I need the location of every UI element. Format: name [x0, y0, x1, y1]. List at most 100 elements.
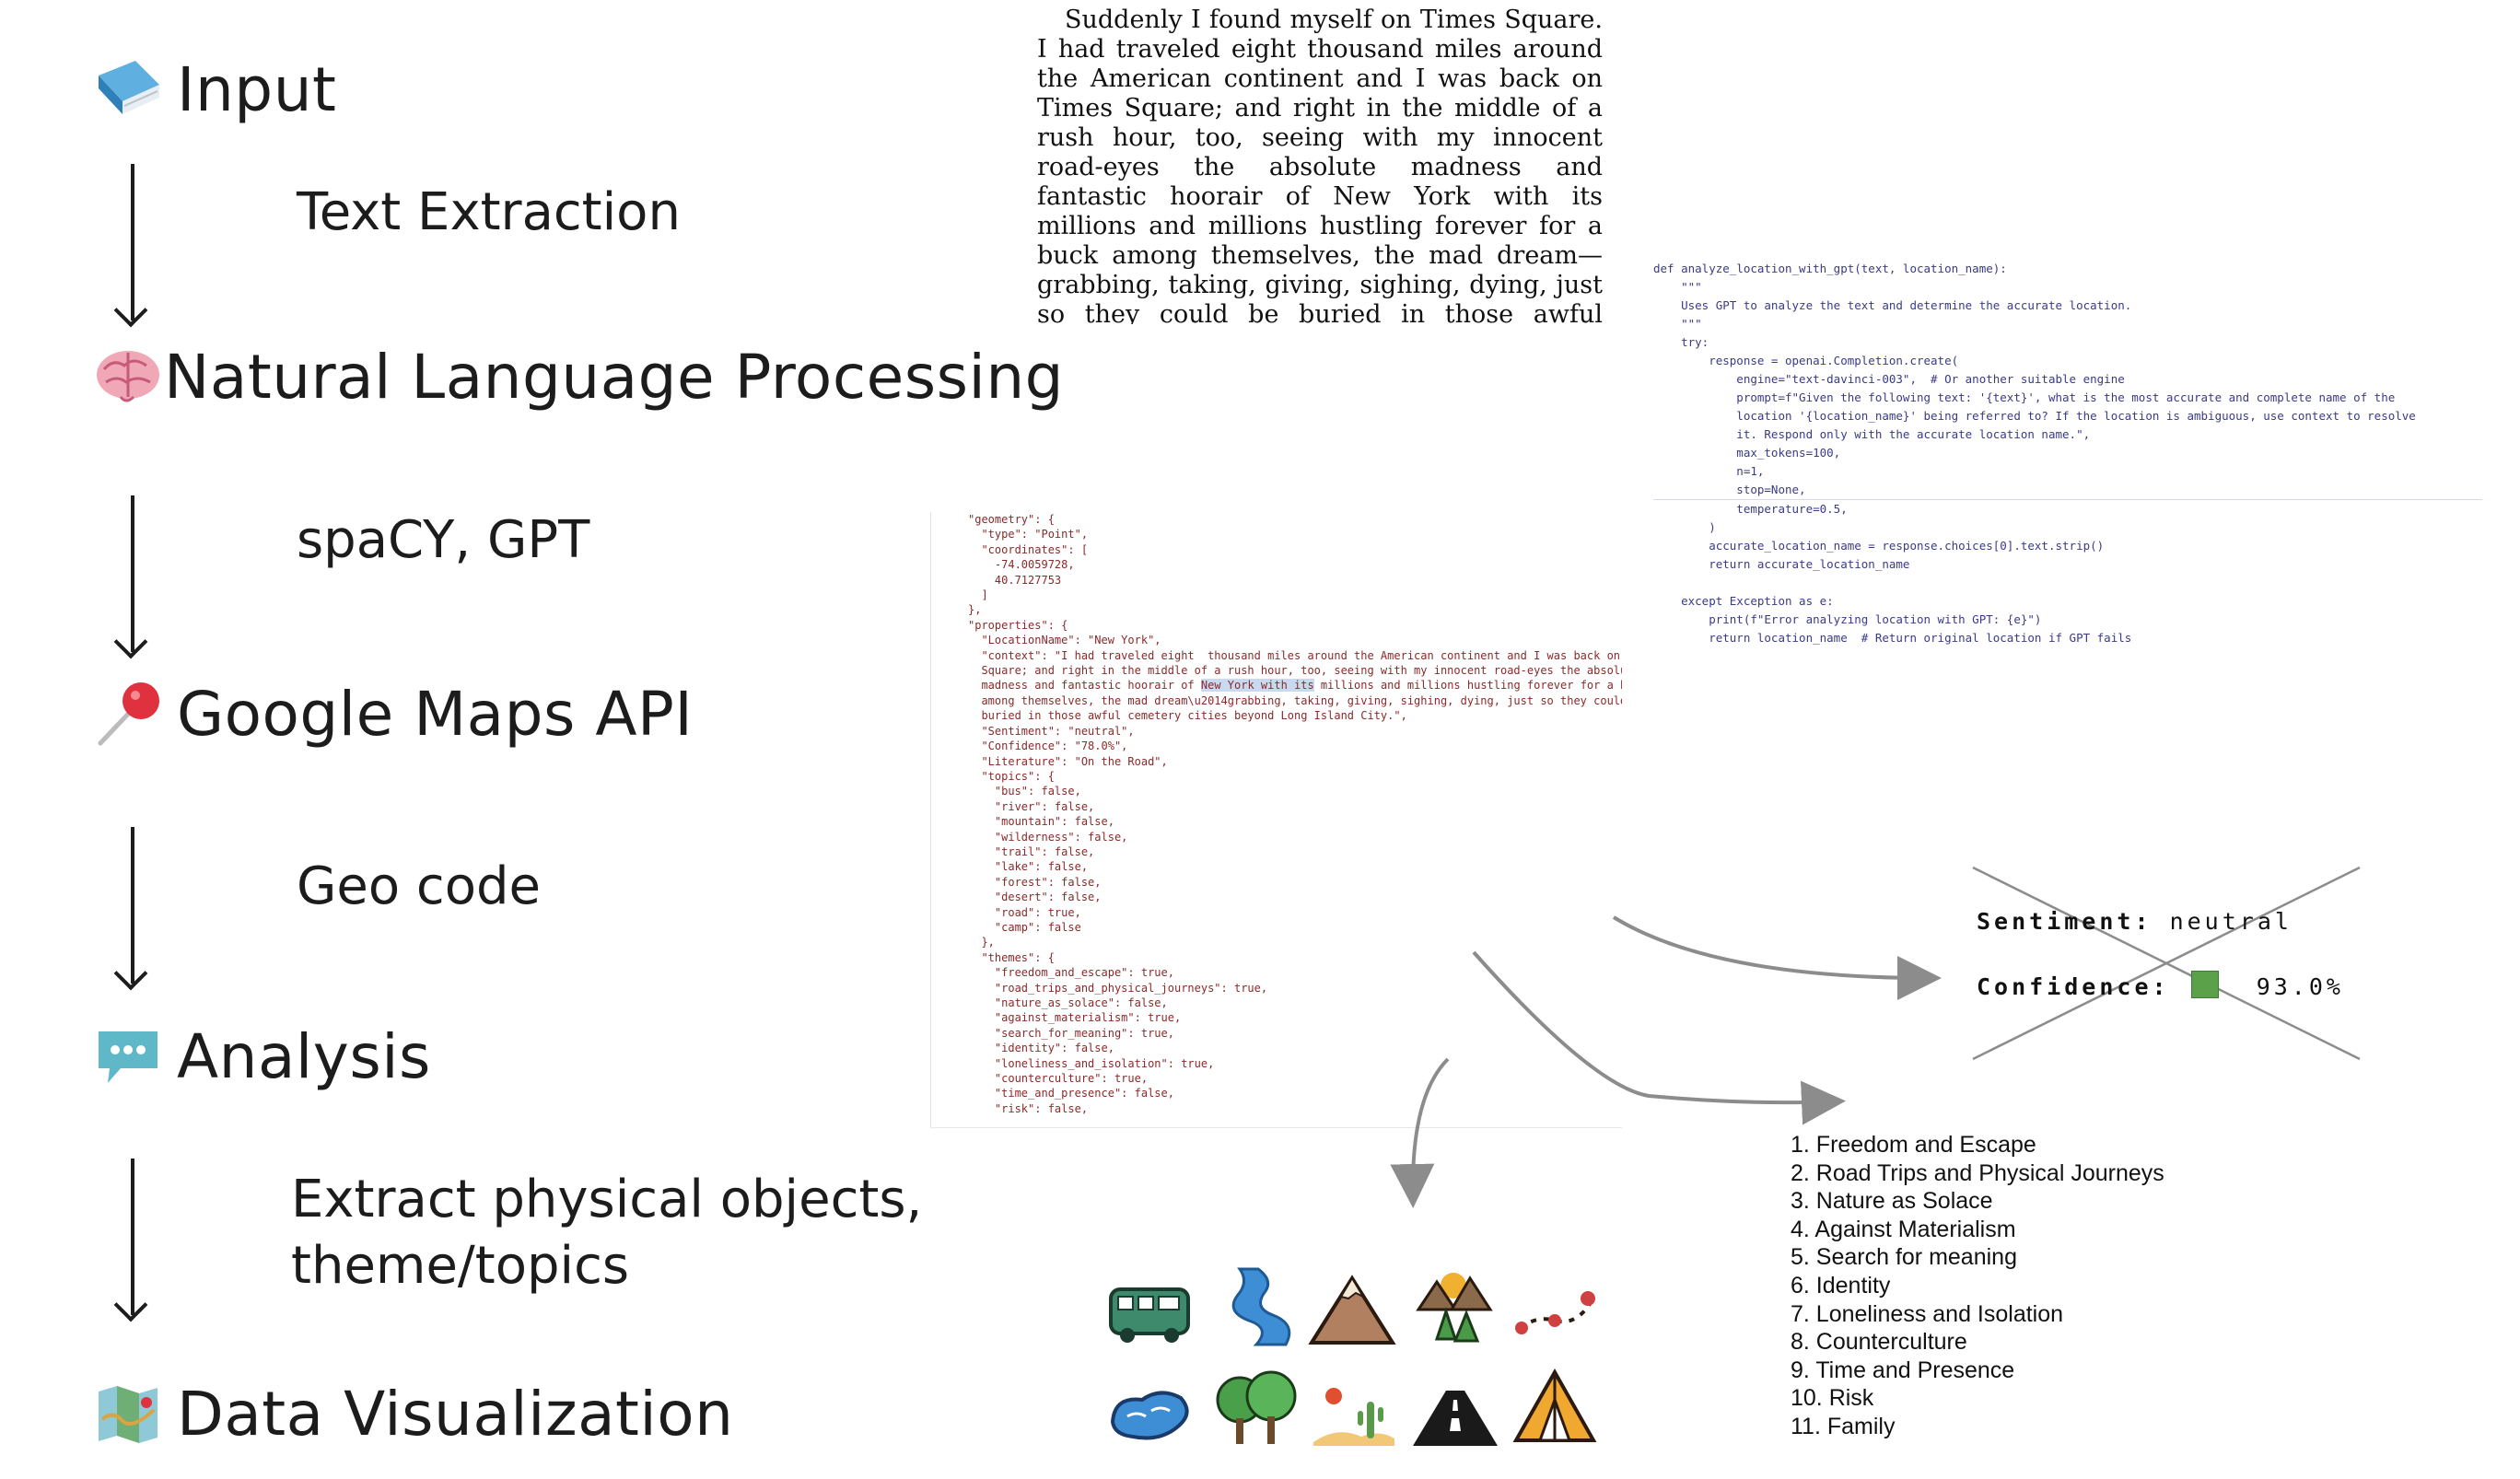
theme-item: 10. Risk — [1791, 1385, 1874, 1412]
code-line: return accurate_location_name — [1653, 557, 1910, 571]
json-line: "mountain": false, — [968, 815, 1114, 829]
json-line: "context": "I had traveled eight thousan… — [968, 648, 1622, 662]
json-line: "properties": { — [968, 618, 1068, 632]
json-line: }, — [968, 603, 982, 617]
cross-out — [1972, 866, 2361, 1061]
python-code-snippet: def analyze_location_with_gpt(text, loca… — [1653, 260, 2482, 665]
flow-arrow — [131, 827, 134, 984]
camp-icon — [1511, 1363, 1599, 1451]
json-line: "bus": false, — [968, 785, 1081, 798]
code-line: def analyze_location_with_gpt(text, loca… — [1653, 262, 2007, 275]
code-line: location '{location_name}' being referre… — [1653, 409, 2416, 423]
flow-arrow — [131, 495, 134, 652]
code-line: max_tokens=100, — [1653, 446, 1841, 460]
map-icon — [92, 1378, 164, 1450]
code-line: except Exception as e: — [1653, 594, 1834, 608]
theme-item: 7. Loneliness and Isolation — [1791, 1300, 2064, 1327]
code-line: """ — [1653, 317, 1702, 331]
theme-item: 9. Time and Presence — [1791, 1357, 2015, 1383]
code-line: stop=None, — [1653, 481, 2482, 500]
json-line: "identity": false, — [968, 1042, 1114, 1055]
desert-icon — [1310, 1368, 1398, 1457]
transition-label: Geo code — [297, 856, 541, 916]
json-line: "type": "Point", — [968, 528, 1089, 542]
arrow-to-themes — [1472, 950, 1846, 1125]
json-line: "risk": false, — [968, 1101, 1089, 1115]
step-data-visualization: Data Visualization — [92, 1378, 733, 1450]
theme-item: 4. Against Materialism — [1791, 1216, 2016, 1242]
mountain-icon — [1308, 1267, 1396, 1356]
code-line: response = openai.Completion.create( — [1653, 354, 1959, 367]
json-line: "forest": false, — [968, 875, 1102, 889]
json-line: "time_and_presence": false, — [968, 1087, 1174, 1101]
code-lines: def analyze_location_with_gpt(text, loca… — [1653, 260, 2482, 647]
transition-label: Text Extraction — [297, 182, 681, 242]
json-line: "Confidence": "78.0%", — [968, 740, 1128, 753]
json-line: "nature_as_solace": false, — [968, 996, 1168, 1009]
json-line: "Literature": "On the Road", — [968, 754, 1168, 768]
flow-arrow — [131, 164, 134, 320]
step-label: Google Maps API — [177, 678, 694, 750]
code-line: engine="text-davinci-003", # Or another … — [1653, 372, 2125, 386]
geojson-output: "geometry": { "type": "Point", "coordina… — [930, 512, 1622, 1128]
flow-arrow — [131, 1159, 134, 1315]
json-line: "counterculture": true, — [968, 1072, 1149, 1086]
lake-icon — [1105, 1368, 1194, 1457]
speech-bubble-icon — [92, 1020, 164, 1092]
json-line: buried in those awful cemetery cities be… — [968, 709, 1407, 723]
json-line: 40.7127753 — [968, 573, 1062, 587]
code-line: n=1, — [1653, 464, 1765, 478]
sentiment-result: Sentiment: neutral Confidence: 93.0% — [1964, 862, 2369, 1065]
confidence-label: Confidence: — [1977, 973, 2170, 1000]
confidence-swatch — [2190, 971, 2219, 998]
step-maps: Google Maps API — [92, 678, 693, 750]
json-line: "loneliness_and_isolation": true, — [968, 1056, 1215, 1070]
json-line: madness and fantastic hoorair of New Yor… — [968, 679, 1622, 693]
book-excerpt: Suddenly I found myself on Times Square.… — [1037, 6, 1603, 324]
step-analysis: Analysis — [92, 1020, 431, 1092]
theme-item: 6. Identity — [1791, 1272, 1891, 1298]
code-line: accurate_location_name = response.choice… — [1653, 539, 2105, 553]
code-line: temperature=0.5, — [1653, 502, 1848, 516]
step-label: Input — [177, 53, 337, 125]
json-line: "camp": false — [968, 920, 1081, 934]
step-label: Data Visualization — [177, 1378, 734, 1450]
confidence-line: Confidence: 93.0% — [1977, 971, 2344, 1000]
json-line: "road": true, — [968, 905, 1081, 919]
code-line: Uses GPT to analyze the text and determi… — [1653, 298, 2132, 312]
theme-item: 1. Freedom and Escape — [1791, 1132, 2036, 1158]
step-label: Natural Language Processing — [164, 341, 1065, 413]
json-line: Square; and right in the middle of a rus… — [968, 664, 1622, 678]
river-icon — [1212, 1264, 1301, 1352]
trail-icon — [1511, 1267, 1599, 1356]
json-line: among themselves, the mad dream\u2014gra… — [968, 693, 1622, 707]
json-line: "coordinates": [ — [968, 542, 1089, 556]
code-line: it. Respond only with the accurate locat… — [1653, 427, 2091, 441]
step-input: Input — [92, 53, 336, 125]
json-line: "search_for_meaning": true, — [968, 1026, 1174, 1040]
json-line: "topics": { — [968, 769, 1055, 783]
code-line: try: — [1653, 335, 1709, 349]
json-line: "desert": false, — [968, 891, 1102, 904]
road-icon — [1411, 1368, 1499, 1457]
arrow-to-sentiment — [1612, 915, 1942, 1000]
transition-label: spaCY, GPT — [297, 510, 590, 570]
map-pin-icon — [92, 678, 164, 750]
book-icon — [92, 53, 164, 125]
theme-item: 3. Nature as Solace — [1791, 1188, 1993, 1215]
brain-icon — [92, 341, 164, 413]
code-line: ) — [1653, 520, 1716, 534]
json-line: "freedom_and_escape": true, — [968, 966, 1174, 980]
code-line: """ — [1653, 280, 1702, 294]
json-line: }, — [968, 936, 995, 949]
transition-label: Extract physical objects, — [291, 1170, 923, 1229]
theme-item: 5. Search for meaning — [1791, 1244, 2017, 1271]
json-lines: "geometry": { "type": "Point", "coordina… — [968, 512, 1622, 1116]
sentiment-line: Sentiment: neutral — [1977, 908, 2292, 935]
selected-text-highlight: New York with its — [1200, 679, 1314, 693]
sentiment-label: Sentiment: — [1977, 908, 2152, 935]
json-line: "LocationName": "New York", — [968, 634, 1161, 647]
json-line: "trail": false, — [968, 844, 1095, 858]
